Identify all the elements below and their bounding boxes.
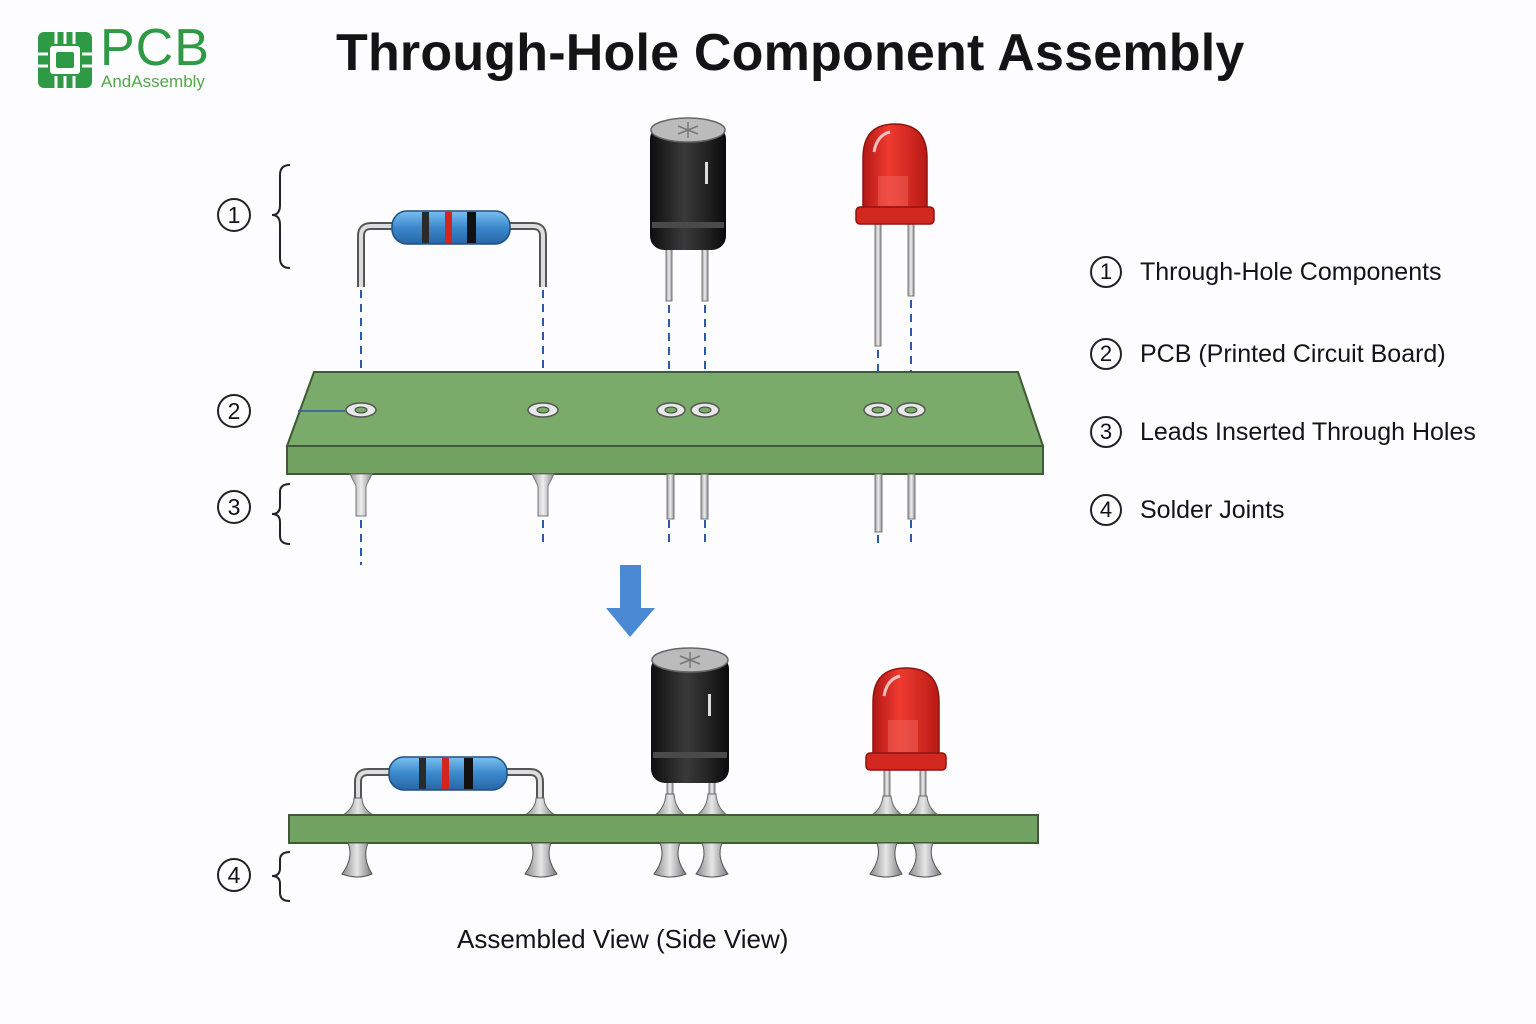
led-top	[855, 123, 935, 347]
pcb-board-side	[288, 814, 1039, 844]
led-assembled	[865, 667, 947, 817]
down-arrow-icon	[606, 565, 655, 637]
pcb-chip-logo-icon	[38, 32, 92, 88]
bracket-4	[271, 851, 291, 902]
page-title: Through-Hole Component Assembly	[336, 24, 1245, 82]
legend-item-1: 1 Through-Hole Components	[1090, 254, 1442, 290]
legend-item-3: 3 Leads Inserted Through Holes	[1090, 414, 1476, 450]
leads-through-holes	[349, 473, 916, 533]
legend-number: 1	[1090, 256, 1122, 288]
legend-number: 2	[1090, 338, 1122, 370]
logo	[34, 26, 234, 96]
marker-1: 1	[217, 198, 251, 232]
top-solder-fillets	[341, 793, 940, 816]
capacitor-assembled	[651, 647, 729, 816]
legend-number: 4	[1090, 494, 1122, 526]
legend-label: Solder Joints	[1140, 495, 1285, 524]
resistor-assembled	[354, 756, 544, 800]
assembled-view-caption: Assembled View (Side View)	[457, 924, 789, 954]
capacitor-top	[650, 117, 726, 302]
legend-number: 3	[1090, 416, 1122, 448]
bracket-1	[271, 164, 291, 269]
legend-item-2: 2 PCB (Printed Circuit Board)	[1090, 336, 1446, 372]
marker-4: 4	[217, 858, 251, 892]
logo-wordmark: PCB	[100, 19, 210, 77]
resistor-top	[357, 210, 547, 287]
marker-3: 3	[217, 490, 251, 524]
legend-item-4: 4 Solder Joints	[1090, 492, 1285, 528]
legend-label: Through-Hole Components	[1140, 257, 1442, 286]
legend-label: Leads Inserted Through Holes	[1140, 417, 1476, 446]
legend-label: PCB (Printed Circuit Board)	[1140, 339, 1446, 368]
bracket-3	[271, 483, 291, 545]
pcb-board-top	[285, 371, 1045, 475]
logo-subtext: AndAssembly	[101, 72, 205, 91]
solder-joints	[341, 842, 942, 878]
marker-2: 2	[217, 394, 251, 428]
